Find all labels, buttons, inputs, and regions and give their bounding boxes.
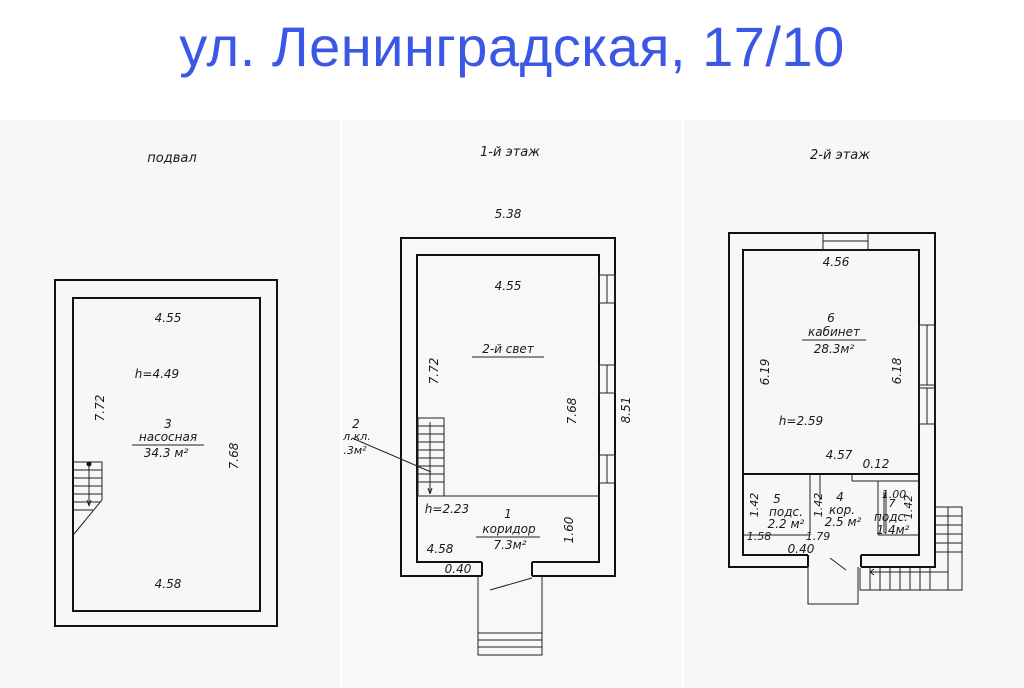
basement-sheet — [0, 120, 340, 688]
floor1-second-light: 2-й свет — [482, 342, 535, 356]
floor1-heading: 1-й этаж — [480, 145, 540, 160]
floor1-dim-right: 7.68 — [565, 397, 579, 424]
basement-stairs — [73, 461, 103, 535]
floor2-top-window — [822, 232, 869, 251]
floor1-porch — [477, 576, 543, 656]
basement-inner-wall — [72, 297, 261, 612]
floor2-office-number: 6 — [827, 311, 835, 325]
floor2-dim-mid: 4.57 — [826, 448, 853, 462]
basement-room-area: 34.3 м² — [144, 446, 189, 460]
floor2-dim-142a: 1.42 — [748, 493, 761, 518]
floor1-sheet — [342, 120, 682, 688]
floor2-dim-100: 1.00 — [882, 488, 907, 501]
floor1-corridor-name: коридор — [482, 522, 536, 536]
floor2-dim-179: 1.79 — [806, 530, 831, 543]
floor2-inner-steps — [883, 492, 887, 533]
floor2-dim-small: 0.12 — [863, 457, 890, 471]
floor2-dim-right: 6.18 — [890, 357, 904, 384]
floor1-stair-name: л.кл. — [342, 430, 371, 443]
floor2-dim-158: 1.58 — [747, 530, 772, 543]
basement-plan: подвал 4.55 4.58 7.72 7.68 h=4.49 3 насо… — [54, 151, 278, 627]
floor2-outside-stairs — [859, 506, 963, 591]
floor2-plan: 2-й этаж — [728, 148, 963, 605]
floor2-room7-number: 7 — [889, 497, 896, 510]
basement-dim-bottom: 4.58 — [155, 577, 182, 591]
floor2-dim-door: 0.40 — [788, 542, 815, 556]
floor1-inner-wall — [416, 254, 600, 563]
floor1-stair-number: 2 — [352, 417, 360, 431]
floor1-dim-outer-top: 5.38 — [495, 207, 522, 221]
floor1-windows — [598, 274, 616, 484]
floor2-heading: 2-й этаж — [810, 148, 870, 163]
floor2-dim-142b: 1.42 — [812, 493, 825, 518]
floor2-room7-area: 1.4м² — [877, 523, 910, 537]
page-title: ул. Ленинградская, 17/10 — [179, 15, 845, 78]
floor1-dim-outer-right: 8.51 — [619, 397, 633, 424]
floor2-dim-top: 4.56 — [823, 255, 850, 269]
basement-heading: подвал — [147, 151, 196, 166]
basement-outer-wall — [54, 279, 278, 627]
floor1-corridor-area: 7.3м² — [494, 538, 527, 552]
basement-dim-left: 7.72 — [93, 395, 107, 422]
floor2-windows — [918, 324, 936, 425]
floor2-dim-left: 6.19 — [758, 359, 772, 386]
floor2-porch — [807, 567, 859, 605]
floor2-height: h=2.59 — [779, 414, 823, 428]
floor1-stairs — [351, 417, 445, 497]
floor2-room5-area: 2.2 м² — [768, 517, 805, 531]
basement-room-name: насосная — [139, 430, 197, 444]
floor1-dim-door: 0.40 — [445, 562, 472, 576]
floor1-dim-left: 7.72 — [427, 358, 441, 385]
floor2-office-area: 28.3м² — [814, 342, 855, 356]
floor1-corridor-number: 1 — [504, 507, 512, 521]
floor1-height: h=2.23 — [425, 502, 469, 516]
basement-dim-top: 4.55 — [155, 311, 182, 325]
floor2-room5-number: 5 — [773, 492, 781, 506]
floor2-room5-name: подс. — [769, 505, 803, 519]
basement-height: h=4.49 — [135, 367, 179, 381]
floor1-dim-corridor-bottom: 4.58 — [427, 542, 454, 556]
floor2-sheet — [684, 120, 1024, 688]
floor1-dim-corridor-right: 1.60 — [562, 516, 576, 543]
floor2-room4-area: 2.5 м² — [825, 515, 862, 529]
floor2-room4-number: 4 — [836, 490, 844, 504]
floor2-room4-name: кор. — [829, 503, 855, 517]
basement-room-number: 3 — [164, 417, 172, 431]
floor1-stair-area: .3м² — [343, 444, 367, 457]
floor1-plan: 1-й этаж 5.38 — [342, 145, 633, 656]
floor2-room7-name: подс. — [874, 510, 908, 524]
basement-dim-right: 7.68 — [227, 442, 241, 469]
floor2-office-name: кабинет — [808, 325, 861, 339]
floor1-dim-inner-top: 4.55 — [495, 279, 522, 293]
floor1-outer-wall — [400, 237, 616, 577]
floor2-dim-142c: 1.42 — [902, 495, 915, 520]
